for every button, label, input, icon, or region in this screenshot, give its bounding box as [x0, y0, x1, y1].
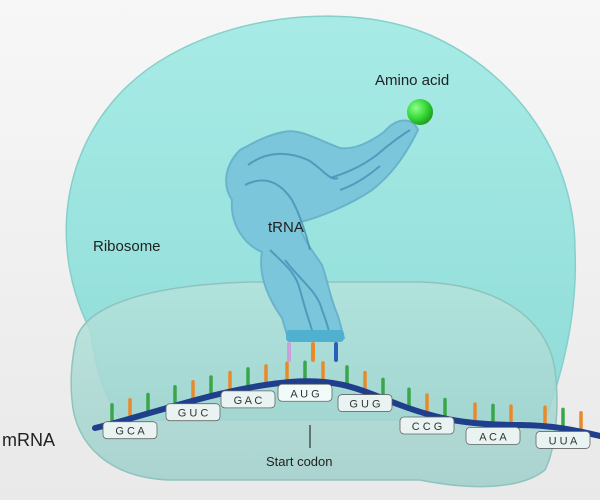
ribosome-label: Ribosome — [93, 238, 161, 255]
mrna-bases — [110, 360, 583, 431]
codon-text: G U G — [349, 399, 380, 411]
codon-text: A U G — [290, 388, 319, 400]
codon-text: G U C — [178, 408, 209, 420]
codon-start: A U G — [277, 383, 333, 402]
codon-text: G A C — [234, 395, 263, 407]
codon: A C A — [465, 427, 521, 445]
trna-helix-strands — [244, 129, 411, 335]
codon: G A C — [220, 390, 276, 409]
codon-box — [220, 390, 276, 409]
codon: G C A — [102, 421, 158, 440]
codon-box — [102, 421, 158, 440]
amino-acid-sphere — [407, 99, 433, 125]
codon-text: U U A — [549, 435, 578, 447]
codon-box — [165, 403, 221, 422]
codon-box — [277, 383, 333, 402]
trna-molecule — [225, 119, 420, 342]
anticodon-bases — [287, 342, 338, 362]
trna-anticodon-loop — [286, 330, 344, 342]
start-codon-label: Start codon — [266, 454, 333, 469]
codon-box — [337, 394, 393, 412]
mrna-label: mRNA — [2, 430, 55, 450]
codon-box — [535, 431, 591, 449]
codon-text: G C A — [115, 426, 145, 438]
codon: G U G — [337, 394, 393, 412]
codon: G U C — [165, 403, 221, 422]
codon: U U A — [535, 431, 591, 449]
codon-text: A C A — [479, 431, 507, 443]
amino-acid-label: Amino acid — [375, 72, 449, 89]
codon-box — [399, 416, 455, 435]
codon-row: G C A G U C G A C A U G G U G C C G A C A U U A — [102, 383, 591, 449]
mrna-strand: G C A G U C G A C A U G G U G C C G A C A U U A — [92, 360, 600, 449]
codon-text: C C G — [412, 421, 443, 433]
trna-label: tRNA — [268, 219, 304, 236]
codon-box — [465, 427, 521, 445]
codon: C C G — [399, 416, 455, 435]
